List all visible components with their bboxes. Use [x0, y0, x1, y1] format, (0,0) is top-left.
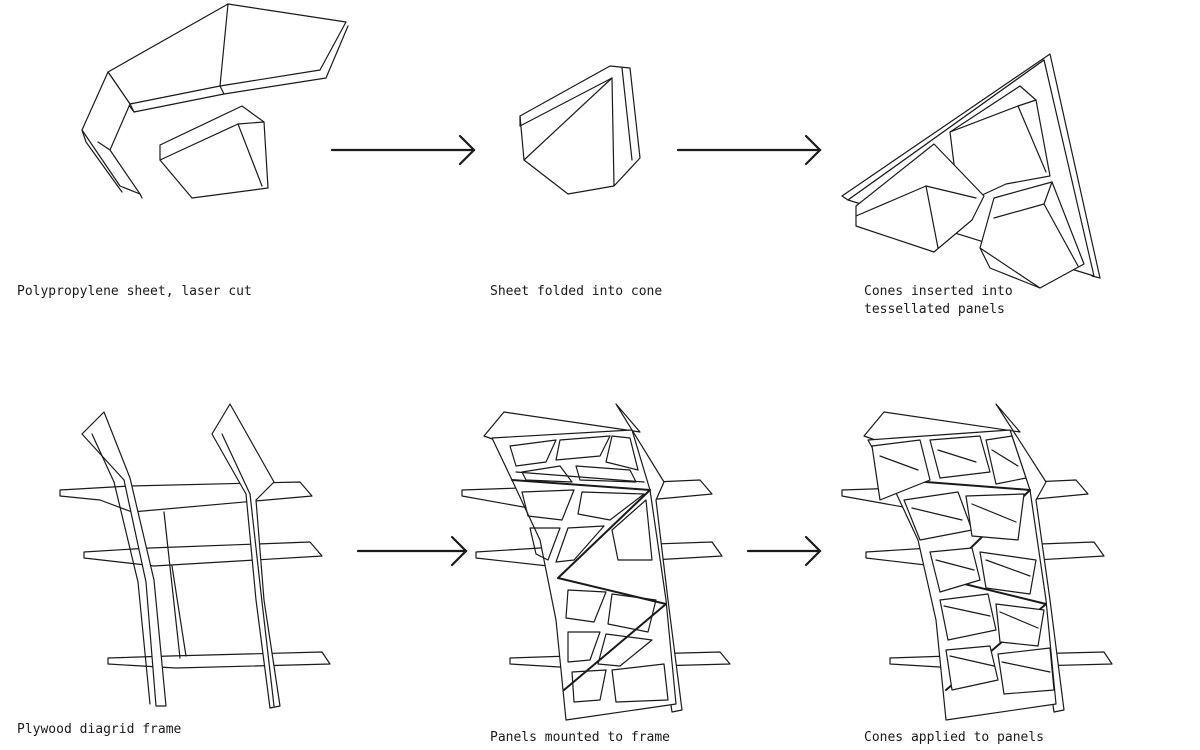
arrow-1-to-2 [330, 134, 476, 166]
cones-on-panels-drawing [841, 403, 1113, 721]
arrow-5-to-6 [746, 535, 822, 567]
caption-step-1: Polypropylene sheet, laser cut [17, 283, 252, 301]
arrow-2-to-3 [676, 134, 822, 166]
panels-on-frame-drawing [461, 403, 731, 721]
caption-step-5: Panels mounted to frame [490, 729, 670, 747]
caption-step-6-line-1: Cones applied to panels [864, 730, 1045, 745]
diagrid-frame-drawing [59, 403, 331, 709]
caption-step-2-line-1: Sheet folded into cone [490, 284, 663, 299]
folded-cone-drawing [519, 65, 641, 195]
caption-step-6: Cones applied to panels [864, 729, 1044, 747]
cones-in-panel-drawing [841, 53, 1101, 289]
caption-step-1-line-1: Polypropylene sheet, laser cut [17, 284, 252, 299]
laser-cut-sheet-drawing [81, 3, 349, 199]
caption-step-3: Cones inserted into tessellated panels [864, 283, 1013, 319]
caption-step-5-line-1: Panels mounted to frame [490, 730, 671, 745]
arrow-4-to-5 [356, 535, 468, 567]
caption-step-3-line-2: tessellated panels [864, 302, 1005, 317]
caption-step-4-line-1: Plywood diagrid frame [17, 722, 182, 737]
caption-step-3-line-1: Cones inserted into [864, 284, 1013, 299]
caption-step-4: Plywood diagrid frame [17, 721, 181, 739]
caption-step-2: Sheet folded into cone [490, 283, 662, 301]
